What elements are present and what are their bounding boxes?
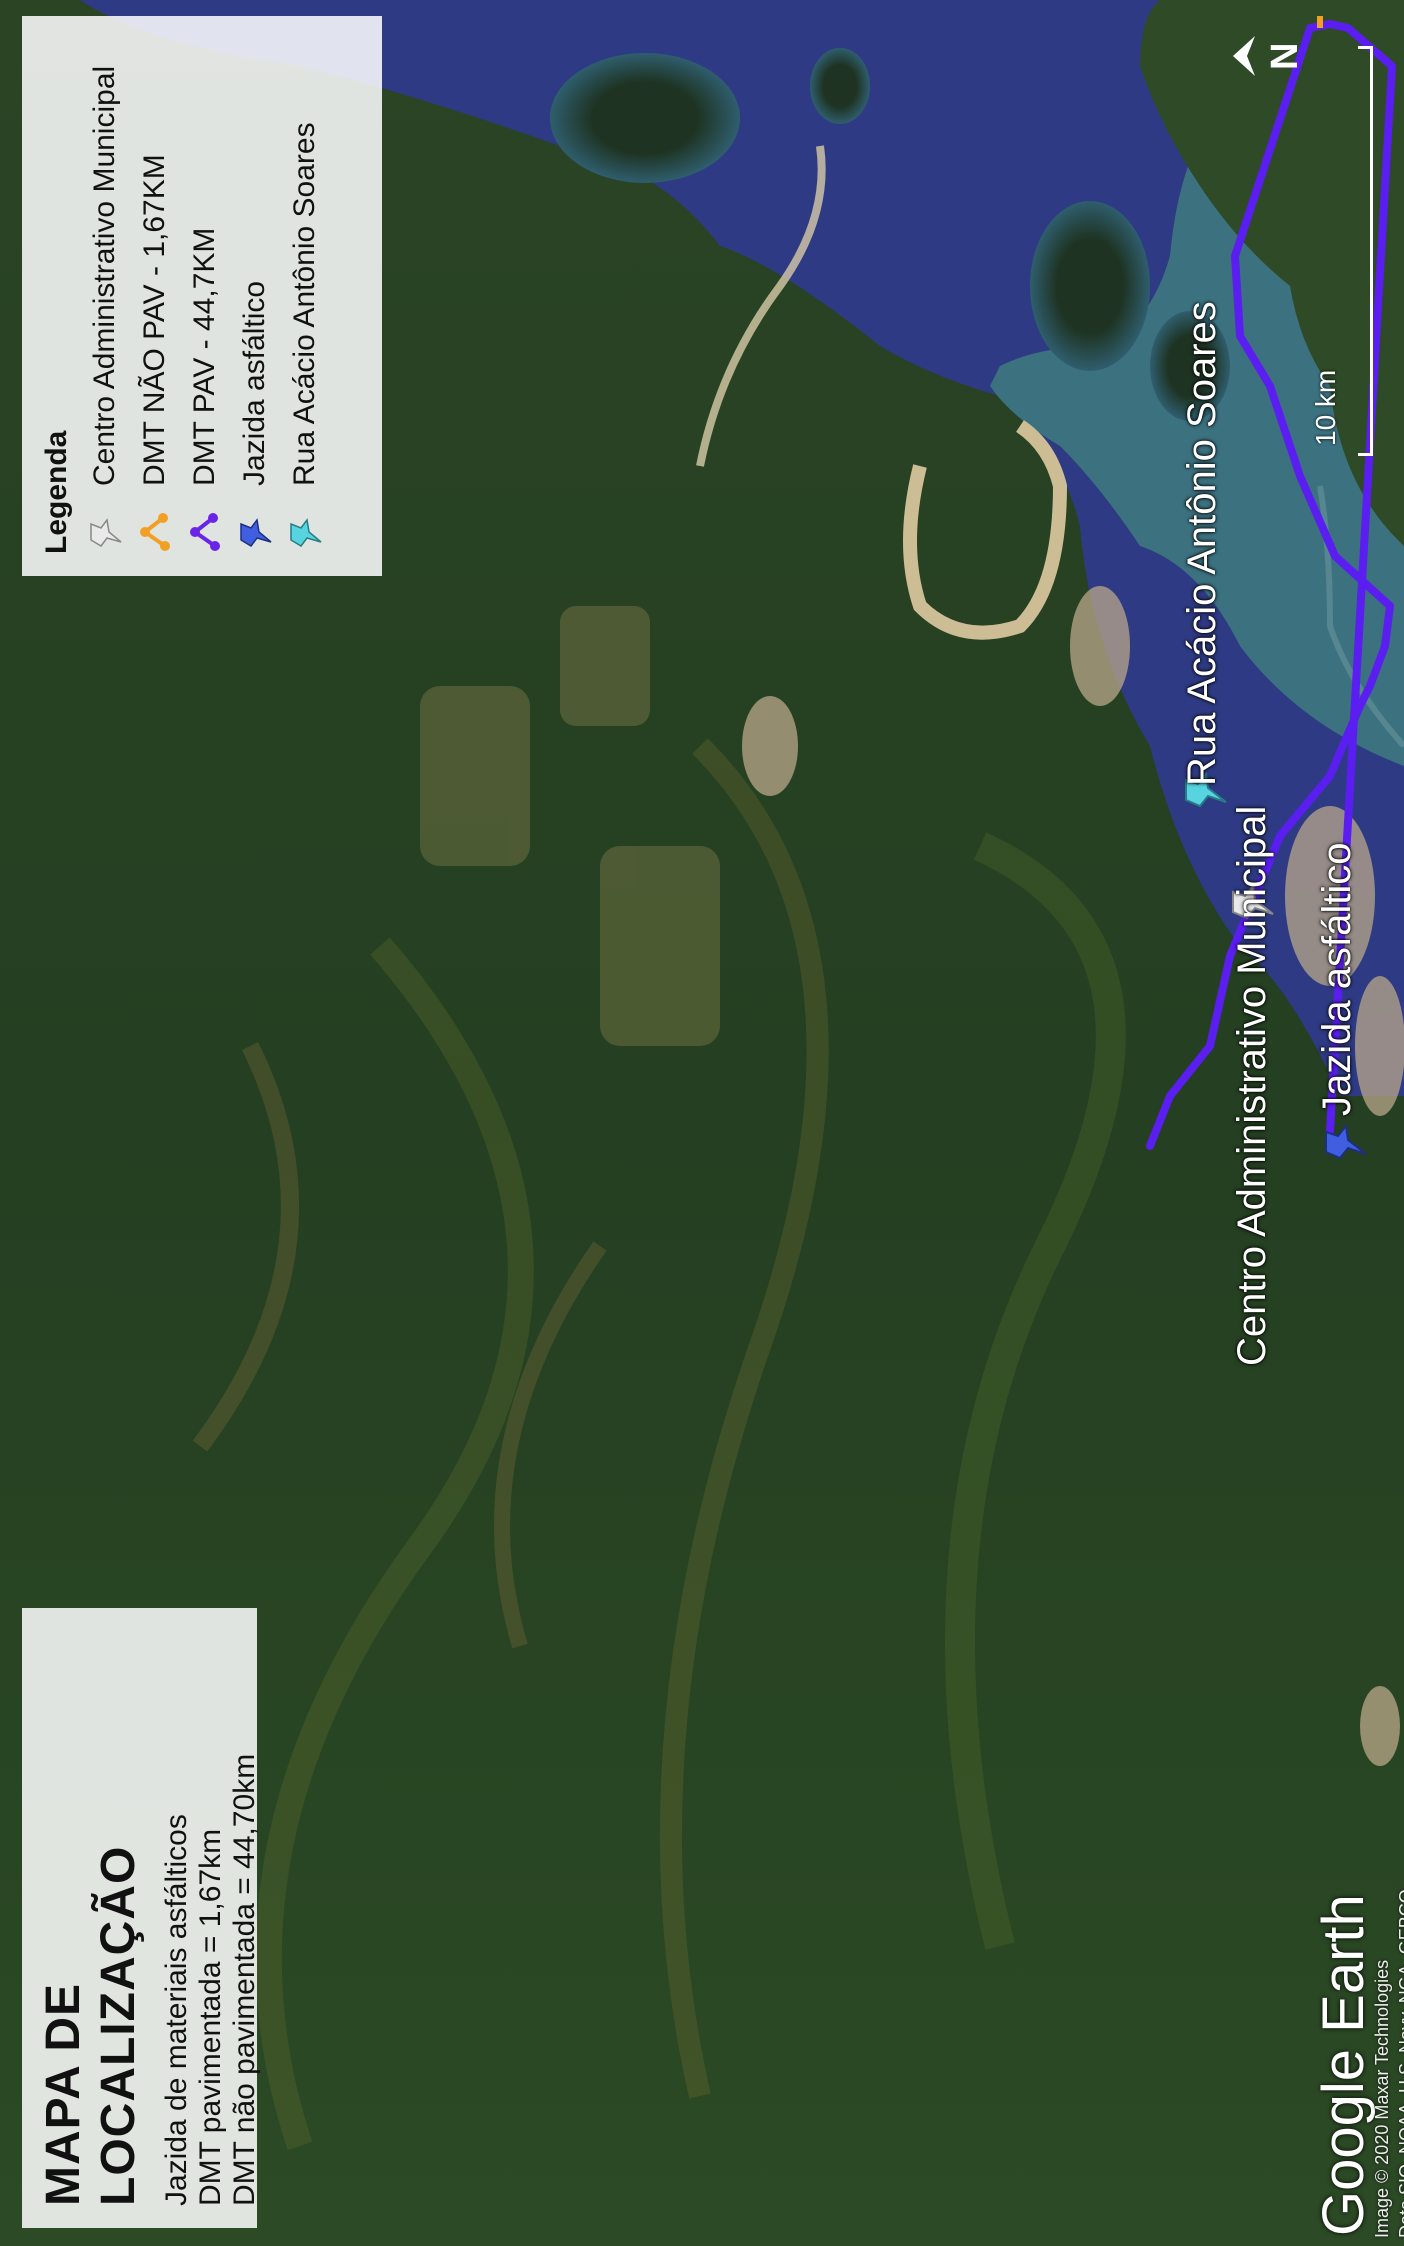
legend-heading: Legenda <box>40 430 73 554</box>
info-line: Jazida de materiais asfálticos <box>160 1814 193 2206</box>
legend-item: DMT PAV - 44,7KM <box>180 38 230 554</box>
map-title: MAPA DE LOCALIZAÇÃO <box>37 1845 145 2206</box>
peninsula <box>1140 0 1404 546</box>
route-purple-icon <box>190 513 220 551</box>
attribution: Image © 2020 Maxar Technologies Data SIO… <box>1370 1889 1404 2238</box>
title-panel: MAPA DE LOCALIZAÇÃO Jazida de materiais … <box>22 1608 261 2228</box>
pushpin-cyan-icon[interactable] <box>1178 762 1232 816</box>
pushpin-blue-icon <box>240 518 272 547</box>
attribution-line: Image © 2020 Maxar Technologies <box>1372 1959 1392 2238</box>
legend-label: DMT NÃO PAV - 1,67KM <box>138 154 171 486</box>
place-label-jazida[interactable]: Jazida asfáltico <box>1315 842 1359 1116</box>
legend-label: Centro Administrativo Municipal <box>88 65 121 486</box>
route-dmt-pav <box>1146 20 1396 1150</box>
place-label-centro-administrativo[interactable]: Centro Administrativo Municipal <box>1230 805 1274 1366</box>
mountain-texture <box>192 738 1126 2151</box>
legend-item: Centro Administrativo Municipal <box>80 38 130 554</box>
beach <box>903 420 1068 640</box>
pushpin-white-icon <box>90 518 122 547</box>
island <box>1030 201 1150 371</box>
legend-label: DMT PAV - 44,7KM <box>188 227 221 486</box>
route-orange-icon <box>140 513 170 551</box>
legend-item: DMT NÃO PAV - 1,67KM <box>130 38 180 554</box>
legend-item: Jazida asfáltico <box>230 38 280 554</box>
legend-item: Rua Acácio Antônio Soares <box>280 38 330 554</box>
legend-panel: Legenda Centro Administrativo Municipal … <box>22 16 382 576</box>
urban-areas <box>742 586 1404 1766</box>
scale-label: 10 km <box>1310 369 1341 446</box>
legend-label: Jazida asfáltico <box>238 280 271 486</box>
legend-label: Rua Acácio Antônio Soares <box>288 122 321 486</box>
attribution-line: Data SIO, NOAA, U.S. Navy, NGA, GEBCO <box>1396 1889 1404 2238</box>
info-line: DMT não pavimentada = 44,70km <box>228 1753 261 2206</box>
pushpin-white-icon[interactable] <box>1225 874 1279 928</box>
north-arrow-icon: N <box>1225 16 1315 96</box>
scale-bar <box>1358 46 1378 456</box>
north-label: N <box>1264 43 1306 70</box>
island <box>550 53 740 183</box>
google-earth-logo: Google Earth <box>1311 1894 1376 2236</box>
pushpin-cyan-icon <box>290 518 322 547</box>
info-line: DMT pavimentada = 1,67km <box>194 1828 227 2206</box>
pushpin-blue-icon[interactable] <box>1318 1114 1372 1168</box>
place-label-rua-acacio[interactable]: Rua Acácio Antônio Soares <box>1180 301 1224 786</box>
